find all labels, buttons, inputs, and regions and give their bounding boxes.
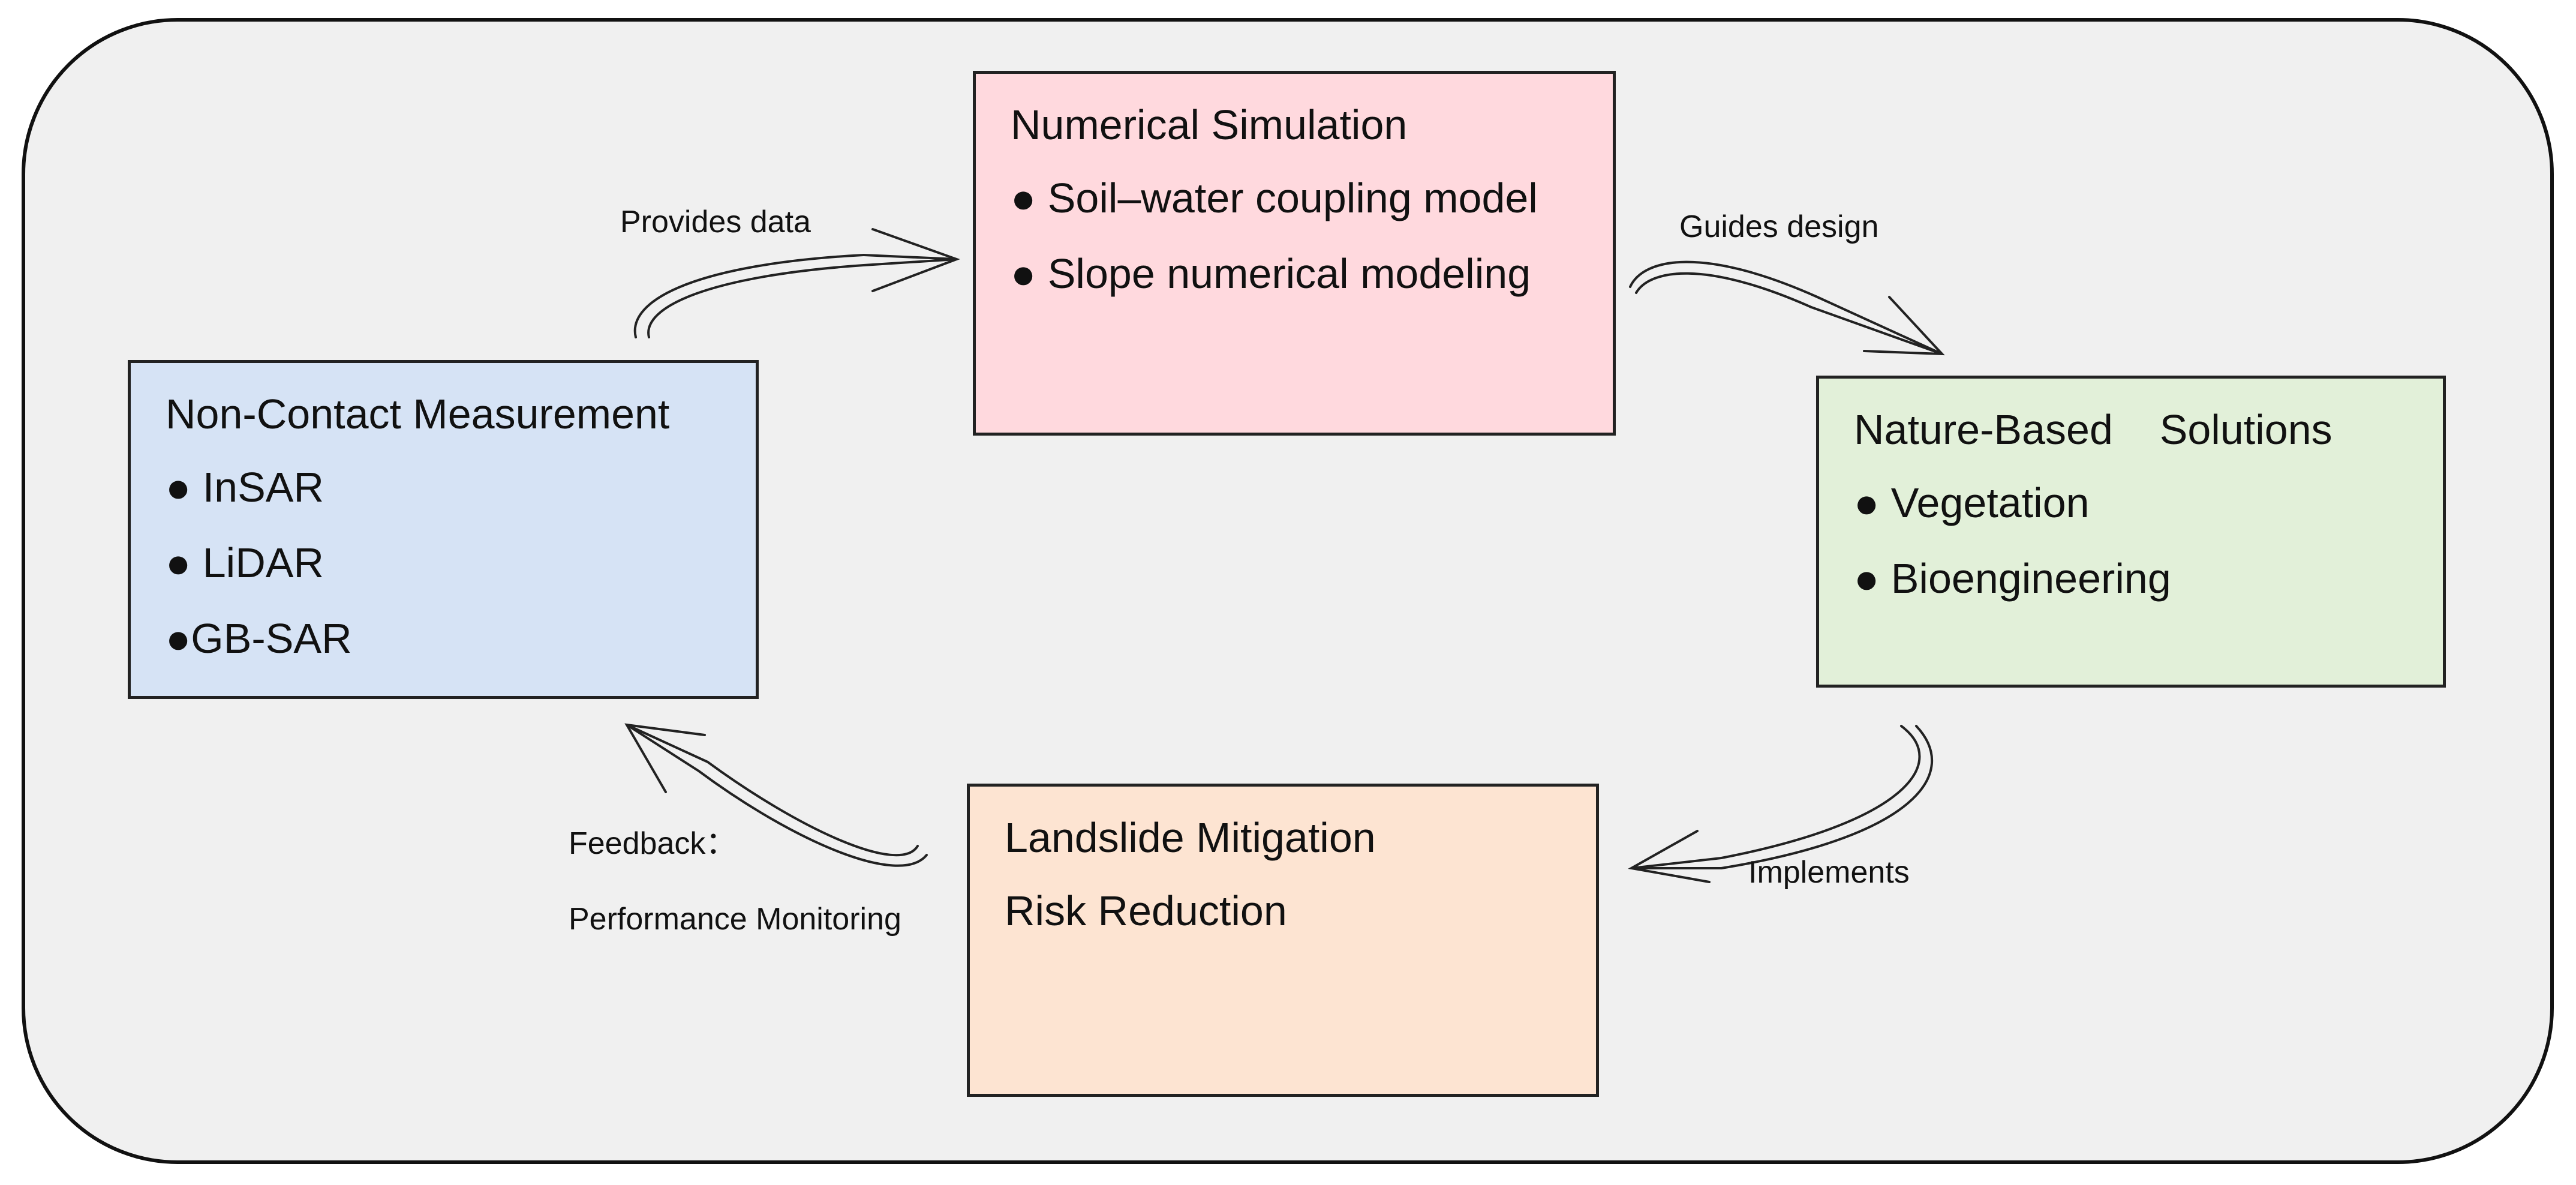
non-contact-measurement-box: Non-Contact Measurement ● InSAR ● LiDAR … [128, 360, 759, 699]
nbs-item-vegetation: ● Vegetation [1854, 479, 2090, 526]
implements-arrow [1628, 725, 1933, 883]
landslide-mitigation-box: Landslide Mitigation Risk Reduction [967, 784, 1599, 1097]
measurement-item-lidar: ● LiDAR [166, 539, 324, 586]
performance-monitoring-label: Performance Monitoring [569, 902, 901, 937]
feedback-arrow [624, 723, 928, 867]
non-contact-measurement-title: Non-Contact Measurement [166, 391, 670, 437]
provides-data-label: Provides data [620, 205, 811, 239]
simulation-item-slope-modeling: ● Slope numerical modeling [1011, 250, 1531, 297]
risk-reduction-title: Risk Reduction [1005, 887, 1287, 934]
guides-design-label: Guides design [1679, 209, 1879, 244]
guides-design-arrow [1629, 260, 1945, 356]
numerical-simulation-box: Numerical Simulation ● Soil–water coupli… [973, 71, 1616, 436]
landslide-mitigation-title: Landslide Mitigation [1005, 814, 1376, 861]
feedback-label: Feedback： [569, 826, 737, 861]
nature-based-solutions-title: Nature-Based Solutions [1854, 406, 2332, 453]
simulation-item-soil-water: ● Soil–water coupling model [1011, 175, 1538, 221]
nbs-item-bioengineering: ● Bioengineering [1854, 555, 2171, 602]
numerical-simulation-title: Numerical Simulation [1011, 101, 1408, 148]
measurement-item-gbsar: ●GB-SAR [166, 615, 352, 662]
nature-based-solutions-box: Nature-Based Solutions ● Vegetation ● Bi… [1816, 376, 2446, 688]
measurement-item-insar: ● InSAR [166, 464, 324, 511]
provides-data-arrow [633, 228, 960, 338]
implements-label: Implements [1748, 855, 1910, 890]
